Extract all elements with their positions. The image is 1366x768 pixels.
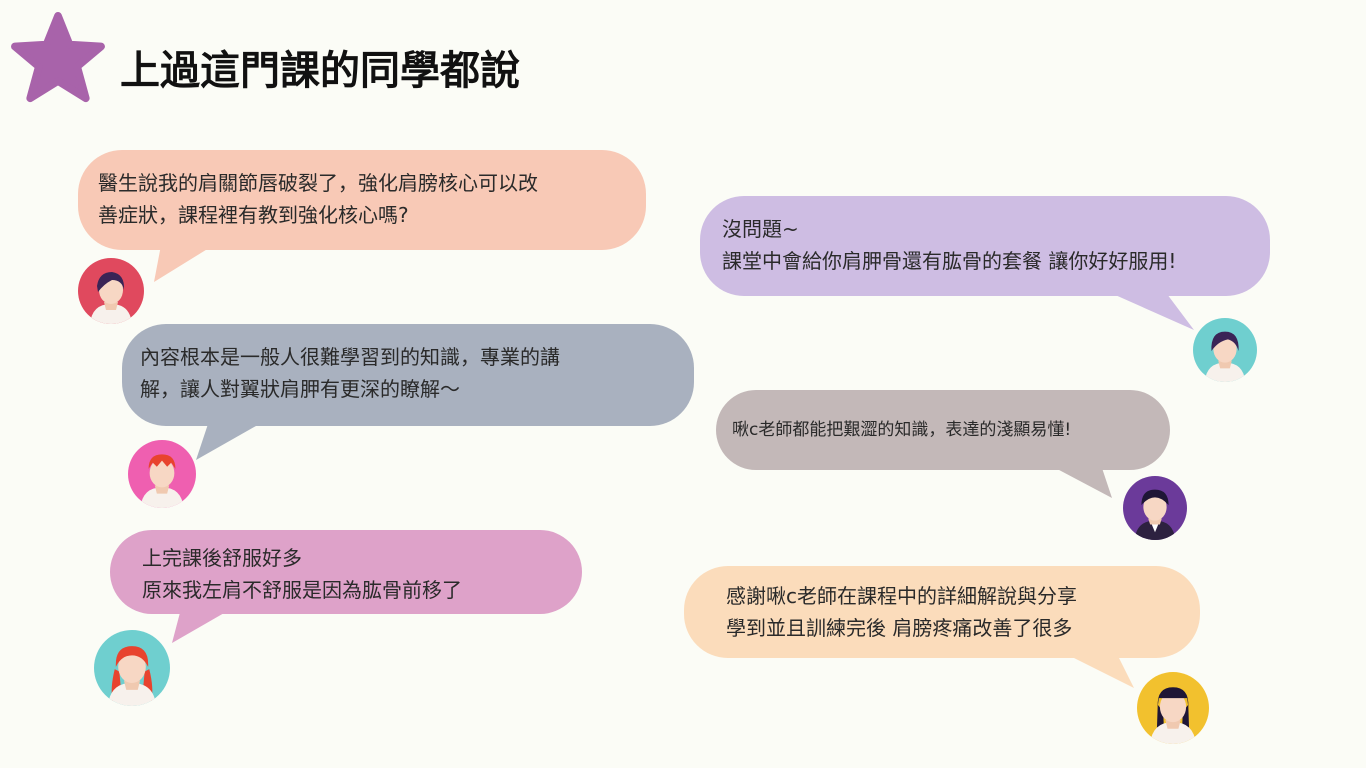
bubble-tail — [172, 605, 238, 643]
avatar-4 — [1193, 318, 1257, 382]
person-avatar-icon — [140, 454, 184, 508]
avatar-3 — [94, 630, 170, 706]
speech-bubble-3: 上完課後舒服好多 原來我左肩不舒服是因為肱骨前移了 — [110, 530, 582, 614]
testimonial-text-5: 啾c老師都能把艱澀的知識，表達的淺顯易懂! — [732, 420, 1072, 440]
star-icon — [11, 12, 105, 103]
person-avatar-icon — [1204, 331, 1246, 382]
bubble-tail — [196, 418, 270, 460]
avatar-6 — [1137, 672, 1209, 744]
bubble-tail — [1054, 648, 1134, 688]
bubble-tail — [1104, 290, 1194, 330]
testimonial-text-1: 醫生說我的肩關節唇破裂了，強化肩膀核心可以改 善症狀，課程裡有教到強化核心嗎? — [98, 171, 538, 227]
bubble-tail — [154, 240, 222, 282]
testimonial-text-2: 內容根本是一般人很難學習到的知識，專業的講 解，讓人對翼狀肩胛有更深的瞭解～ — [140, 345, 560, 401]
avatar-1 — [78, 258, 144, 324]
avatar-2 — [128, 440, 196, 508]
person-avatar-icon — [90, 272, 132, 324]
page-title: 上過這門課的同學都說 — [120, 48, 520, 94]
person-avatar-icon — [1134, 489, 1176, 540]
speech-bubble-4: 沒問題~ 課堂中會給你肩胛骨還有肱骨的套餐 讓你好好服用! — [700, 196, 1270, 296]
speech-bubble-2: 內容根本是一般人很難學習到的知識，專業的講 解，讓人對翼狀肩胛有更深的瞭解～ — [122, 324, 694, 426]
person-avatar-icon — [1150, 687, 1196, 744]
avatar-5 — [1123, 476, 1187, 540]
person-avatar-icon — [107, 646, 157, 706]
speech-bubble-5: 啾c老師都能把艱澀的知識，表達的淺顯易懂! — [716, 390, 1170, 470]
testimonial-text-6: 感謝啾c老師在課程中的詳細解說與分享 學到並且訓練完後 肩膀疼痛改善了很多 — [726, 584, 1077, 640]
speech-bubble-1: 醫生說我的肩關節唇破裂了，強化肩膀核心可以改 善症狀，課程裡有教到強化核心嗎? — [78, 150, 646, 250]
bubble-tail — [1044, 462, 1112, 498]
speech-bubble-6: 感謝啾c老師在課程中的詳細解說與分享 學到並且訓練完後 肩膀疼痛改善了很多 — [684, 566, 1200, 658]
testimonial-text-4: 沒問題~ 課堂中會給你肩胛骨還有肱骨的套餐 讓你好好服用! — [722, 217, 1177, 273]
testimonial-text-3: 上完課後舒服好多 原來我左肩不舒服是因為肱骨前移了 — [142, 546, 462, 602]
